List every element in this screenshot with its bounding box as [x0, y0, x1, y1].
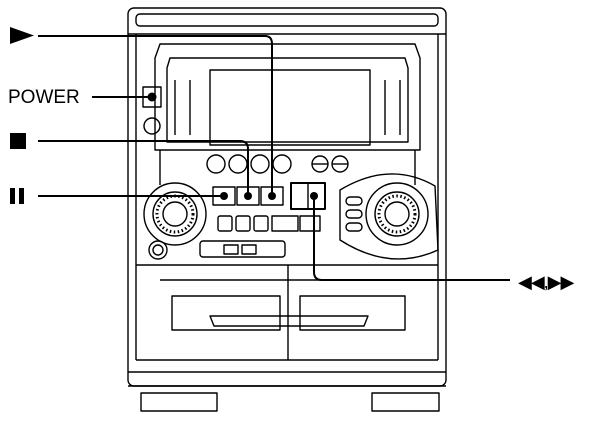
cd-button-row	[206, 154, 349, 174]
stop-square-icon	[10, 133, 26, 149]
callout-lines	[38, 35, 510, 281]
display-window	[209, 69, 371, 146]
pause-bars-icon	[10, 188, 24, 204]
standby-indicator	[143, 117, 161, 135]
phones-jack	[148, 240, 168, 260]
play-triangle-icon	[10, 27, 34, 44]
cassette-decks	[128, 264, 446, 373]
callout-dots	[147, 92, 318, 200]
rew-ff-label: ◀◀,▶▶	[518, 272, 574, 292]
mode-button-row	[199, 240, 286, 258]
power-label: POWER	[8, 87, 80, 108]
cd-door	[154, 43, 421, 185]
volume-knob-left[interactable]	[143, 182, 207, 246]
multi-jog-knob-right[interactable]	[339, 173, 439, 260]
unit-feet	[128, 385, 446, 412]
function-button-row	[217, 215, 321, 232]
